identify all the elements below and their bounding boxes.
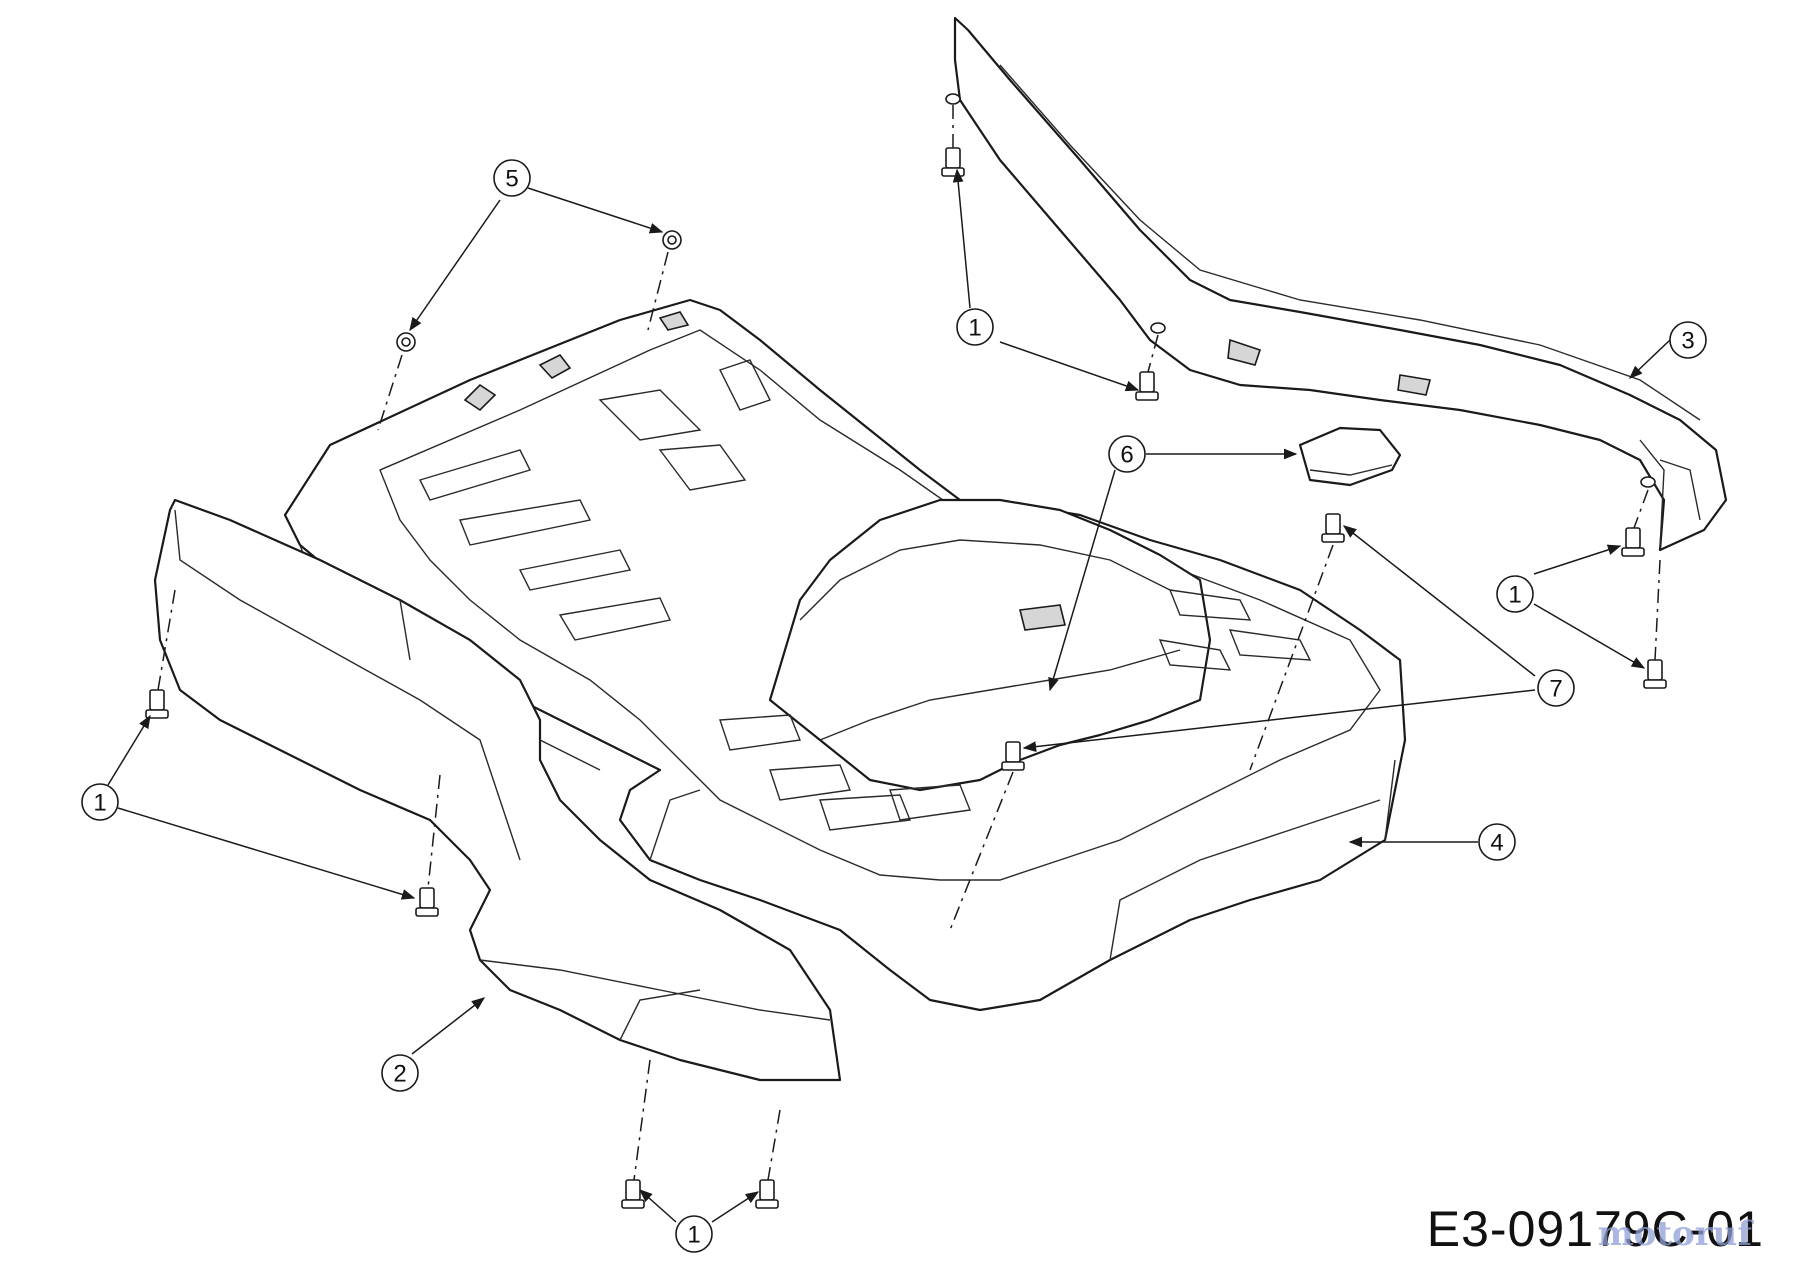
fastener-5-b <box>396 332 416 352</box>
assembly-lines <box>157 105 1661 1181</box>
fastener-1-top-right-a <box>941 147 965 177</box>
fastener-1-bottom-b <box>755 1179 779 1209</box>
svg-text:1: 1 <box>968 315 981 342</box>
fastener-1-right-b <box>1643 659 1667 689</box>
fastener-1-top-right-b <box>1135 371 1159 401</box>
callout-1-left: 1 <box>81 783 119 821</box>
svg-text:1: 1 <box>687 1222 700 1249</box>
fastener-1-left-b <box>415 887 439 917</box>
svg-text:7: 7 <box>1549 676 1562 703</box>
fastener-1-left-a <box>145 689 169 719</box>
fastener-7-b <box>1001 741 1025 771</box>
svg-text:3: 3 <box>1681 328 1694 355</box>
diagram-code: E3-09179C-01 <box>1426 1201 1764 1257</box>
callout-6: 6 <box>1108 435 1146 473</box>
part-2-left-side-panel <box>153 498 842 1082</box>
callout-7: 7 <box>1537 669 1575 707</box>
callout-1-right: 1 <box>1496 575 1534 613</box>
fastener-1-right-a <box>1621 527 1645 557</box>
callout-1-bottom: 1 <box>675 1215 713 1253</box>
leader-lines <box>107 168 1671 1223</box>
fastener-5-a <box>662 230 682 250</box>
callout-1-top-right: 1 <box>956 308 994 346</box>
callout-5: 5 <box>493 159 531 197</box>
svg-text:2: 2 <box>393 1061 406 1088</box>
part-4-footrest-body <box>283 298 1407 1012</box>
callout-3: 3 <box>1669 321 1707 359</box>
svg-text:6: 6 <box>1120 442 1133 469</box>
part-3-right-fender-trim <box>945 16 1728 552</box>
fastener-7-a <box>1321 513 1345 543</box>
svg-text:4: 4 <box>1490 830 1503 857</box>
callout-4: 4 <box>1478 823 1516 861</box>
svg-text:1: 1 <box>1508 582 1521 609</box>
part-6-cover-plate <box>1298 426 1402 487</box>
svg-text:5: 5 <box>505 166 518 193</box>
fasteners <box>145 147 1667 1209</box>
svg-text:1: 1 <box>93 790 106 817</box>
callout-2: 2 <box>381 1054 419 1092</box>
watermark-logo: motoruf <box>1597 1214 1752 1254</box>
fastener-1-bottom-a <box>621 1179 645 1209</box>
